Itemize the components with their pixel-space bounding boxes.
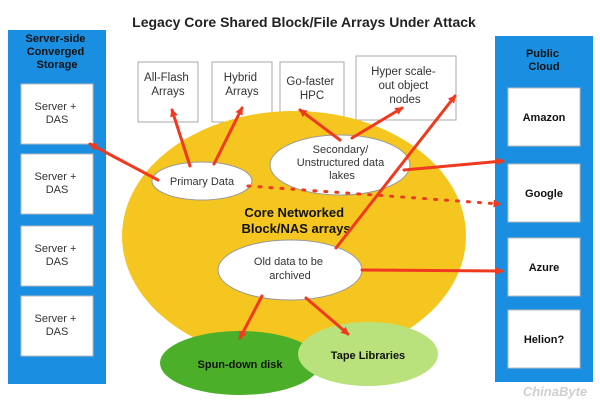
svg-text:Hybrid Arrays: Hybrid Arrays [224, 72, 260, 98]
svg-text:Old data to be archived: Old data to be archived [254, 256, 326, 282]
public-cloud-panel: Public Cloud Amazon Google Azure Helion? [495, 36, 593, 382]
svg-text:Go-faster HPC: Go-faster HPC [286, 76, 337, 102]
server-side-title: Server-side Converged Storage [26, 33, 89, 71]
cloud-provider-label: Amazon [523, 112, 566, 124]
svg-text:All-Flash Arrays: All-Flash Arrays [144, 72, 192, 98]
arrow-secondary-to-amazon [402, 157, 505, 172]
core-label: Core Networked Block/NAS arrays [241, 205, 350, 236]
top-box-label: nodes [389, 94, 421, 106]
server-box-label: Server + [35, 101, 77, 113]
server-side-title-line: Server-side [26, 33, 86, 45]
server-box: Server + DAS [20, 83, 94, 145]
all-flash-arrays-box: All-Flash Arrays [137, 61, 199, 123]
arrow-primary-to-server [88, 142, 160, 182]
server-side-panel: Server-side Converged Storage Server + D… [8, 30, 106, 384]
archive-data-label: archived [269, 270, 311, 282]
tape-libraries-ellipse [298, 322, 438, 386]
hybrid-arrays-box: Hybrid Arrays [211, 61, 273, 123]
watermark-text: ChinaByte [523, 384, 587, 399]
public-cloud-title: Public Cloud [526, 48, 562, 73]
secondary-data-label: Secondary/ [313, 144, 370, 156]
top-box-label: out object [378, 80, 429, 92]
arrow-primary-to-all-flash [170, 108, 192, 168]
secondary-data-label: Unstructured data [297, 157, 385, 169]
svg-text:Secondary/ Unstructured da: Secondary/ Unstructured data lakes [297, 144, 388, 182]
svg-text:Server + DAS: Server + DAS [35, 313, 80, 338]
spun-down-disk-ellipse [160, 331, 320, 395]
server-box-label: DAS [46, 256, 69, 268]
core-label-line: Core Networked [244, 205, 344, 220]
spun-down-disk-label: Spun-down disk [198, 359, 284, 371]
server-box-label: Server + [35, 171, 77, 183]
public-cloud-title-line: Cloud [528, 61, 559, 73]
server-side-title-line: Converged [27, 46, 84, 58]
arrow-secondary-to-object [350, 106, 404, 140]
core-label-line: Block/NAS arrays [241, 221, 350, 236]
cloud-provider-box: Google [507, 163, 581, 223]
server-box: Server + DAS [20, 225, 94, 287]
arrow-primary-to-hybrid [212, 106, 244, 166]
cloud-provider-box: Helion? [507, 309, 581, 369]
top-box-label: Hyper scale- [371, 66, 436, 78]
primary-data-label: Primary Data [170, 176, 235, 188]
primary-data-ellipse [151, 161, 253, 201]
arrow-archive-to-object [334, 94, 457, 250]
tape-libraries-label: Tape Libraries [331, 350, 405, 362]
cloud-provider-label: Azure [529, 262, 560, 274]
svg-text:Server + DAS: Server + DAS [35, 101, 80, 126]
server-side-title-line: Storage [37, 59, 78, 71]
top-box-label: HPC [300, 90, 324, 102]
server-box-label: DAS [46, 326, 69, 338]
server-box-label: Server + [35, 243, 77, 255]
server-box: Server + DAS [20, 153, 94, 215]
secondary-data-label: lakes [329, 170, 355, 182]
arrow-archive-to-spun-down [238, 294, 264, 340]
cloud-provider-box: Azure [507, 237, 581, 297]
arrows [88, 94, 505, 340]
top-box-label: Arrays [225, 86, 258, 98]
arrow-archive-to-azure [360, 266, 504, 275]
server-box-label: DAS [46, 184, 69, 196]
arrow-secondary-to-hpc [298, 108, 342, 142]
cloud-provider-label: Google [525, 188, 563, 200]
public-cloud-title-line: Public [526, 48, 559, 60]
svg-text:Hyper scale- out object: Hyper scale- out object nodes [371, 66, 439, 106]
server-box-label: DAS [46, 114, 69, 126]
top-box-label: Hybrid [224, 72, 257, 84]
server-box: Server + DAS [20, 295, 94, 357]
top-box-label: Go-faster [286, 76, 334, 88]
hyper-scale-out-box: Hyper scale- out object nodes [355, 55, 457, 121]
arrow-primary-to-google-dotted [246, 184, 502, 208]
server-box-label: Server + [35, 313, 77, 325]
top-box-label: All-Flash [144, 72, 189, 84]
archive-data-label: Old data to be [254, 256, 323, 268]
diagram-title: Legacy Core Shared Block/File Arrays Und… [132, 14, 476, 30]
svg-text:Server + DAS: Server + DAS [35, 243, 80, 268]
secondary-data-ellipse [269, 134, 411, 196]
cloud-provider-label: Helion? [524, 334, 565, 346]
arrow-archive-to-tape [304, 296, 350, 336]
cloud-provider-box: Amazon [507, 87, 581, 147]
svg-text:Server + DAS: Server + DAS [35, 171, 80, 196]
top-box-label: Arrays [151, 86, 184, 98]
